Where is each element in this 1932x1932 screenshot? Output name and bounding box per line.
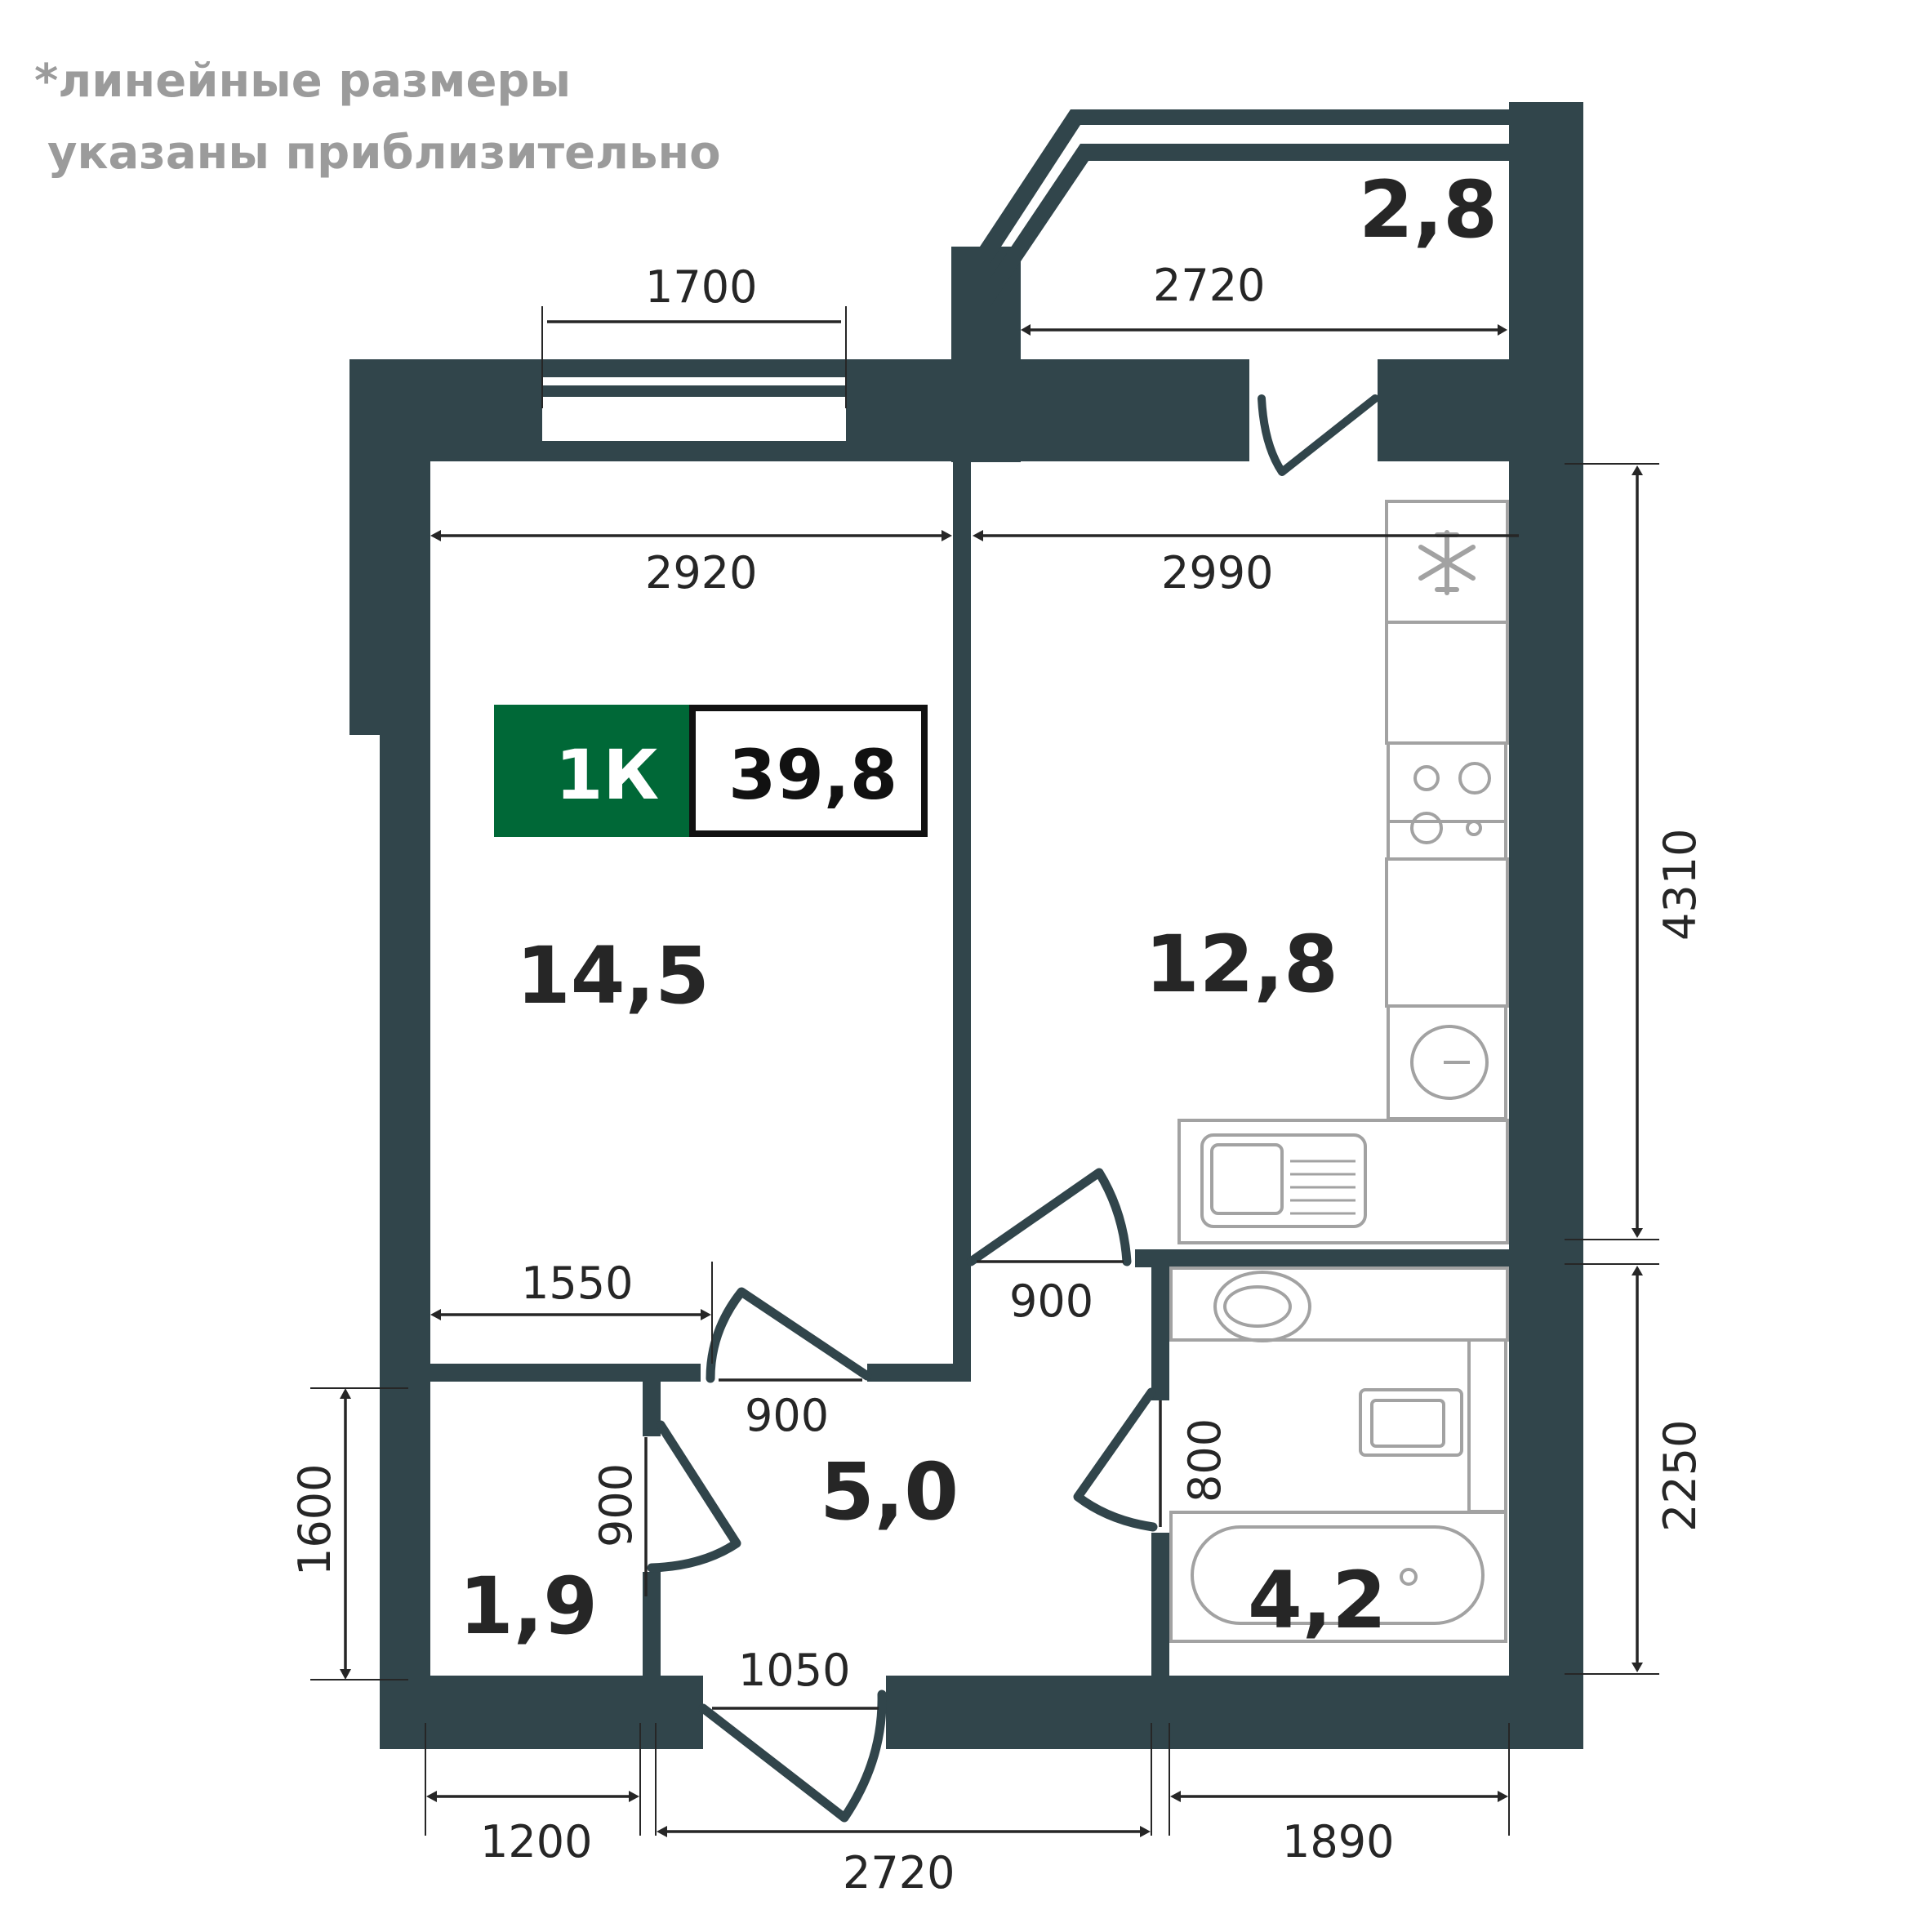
dim-kitchen-door: 900 [1009, 1275, 1093, 1327]
kitchen-furniture [1177, 500, 1509, 1244]
apartment-badge: 1К 39,8 [494, 705, 928, 837]
total-area: 39,8 [728, 735, 897, 815]
living-room-area: 14,5 [516, 930, 710, 1022]
dim-balcony-width: 2720 [1153, 260, 1265, 311]
toilet [1359, 1388, 1463, 1457]
kitchen-cabinet [1385, 621, 1509, 745]
badge-type-bg [494, 705, 692, 837]
disclaimer-line-1: *линейные размеры [34, 55, 571, 108]
walls [349, 102, 1583, 1749]
dim-bathroom-width: 1890 [1282, 1816, 1394, 1867]
dim-entrance-door: 1050 [738, 1645, 850, 1696]
dim-living-window: 1700 [645, 261, 757, 313]
dim-kitchen-depth: 4310 [1654, 829, 1706, 941]
sink [1200, 1133, 1367, 1228]
hallway-area: 5,0 [820, 1446, 959, 1538]
dim-hallway-width: 2720 [843, 1847, 955, 1899]
dim-living-lower: 1550 [521, 1258, 633, 1309]
dim-bathroom-depth: 2250 [1654, 1420, 1706, 1532]
storage-area: 1,9 [459, 1560, 598, 1652]
dim-storage-height: 1600 [289, 1464, 341, 1576]
vanity [1169, 1266, 1509, 1342]
snowflake-icon [1418, 530, 1476, 595]
dim-kitchen-width: 2990 [1161, 547, 1273, 599]
kitchen-area: 12,8 [1145, 919, 1338, 1010]
apartment-type: 1К [555, 735, 659, 815]
dim-storage-door: 900 [590, 1463, 642, 1547]
dim-storage-width: 1200 [480, 1816, 592, 1867]
kitchen-cabinet-2 [1385, 857, 1509, 1008]
washbasin [1213, 1271, 1311, 1342]
dimension-labels: 1700 2720 2920 2990 1550 900 900 900 800… [289, 260, 1706, 1899]
doors [647, 394, 1379, 1823]
dimension-lines [310, 306, 1659, 1837]
dim-bathroom-door: 800 [1179, 1418, 1231, 1502]
disclaimer-line-2: указаны приблизительно [47, 127, 721, 180]
bathroom-area: 4,2 [1248, 1555, 1387, 1646]
bathroom-furniture [1169, 1266, 1509, 1643]
bathtub [1169, 1511, 1507, 1643]
dim-living-door: 900 [745, 1390, 829, 1441]
dim-living-width: 2920 [645, 547, 757, 599]
balcony-area: 2,8 [1359, 164, 1498, 256]
counter [1177, 1119, 1509, 1244]
